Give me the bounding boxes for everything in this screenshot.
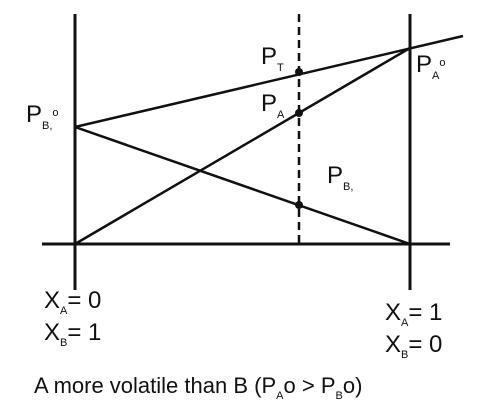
pa-label: PA <box>261 90 285 121</box>
pb-point <box>295 201 303 209</box>
total-pressure-line <box>74 34 464 129</box>
pa-point <box>295 109 303 117</box>
partial-pressure-a-line <box>74 46 411 246</box>
pb-label: PB, <box>327 162 353 193</box>
left-xa-label: XA= 0 <box>44 287 101 317</box>
pt-label: PT <box>261 43 284 74</box>
pa-pure-label: PAo <box>416 51 445 82</box>
partial-pressure-b-line <box>74 125 411 246</box>
right-xa-label: XA= 1 <box>385 299 442 329</box>
left-xb-label: XB= 1 <box>44 319 101 349</box>
pt-point <box>295 68 303 76</box>
pb-pure-label: PB,o <box>26 101 59 132</box>
right-xb-label: XB= 0 <box>385 331 442 361</box>
caption: A more volatile than B (PAo > PBo) <box>34 373 362 402</box>
